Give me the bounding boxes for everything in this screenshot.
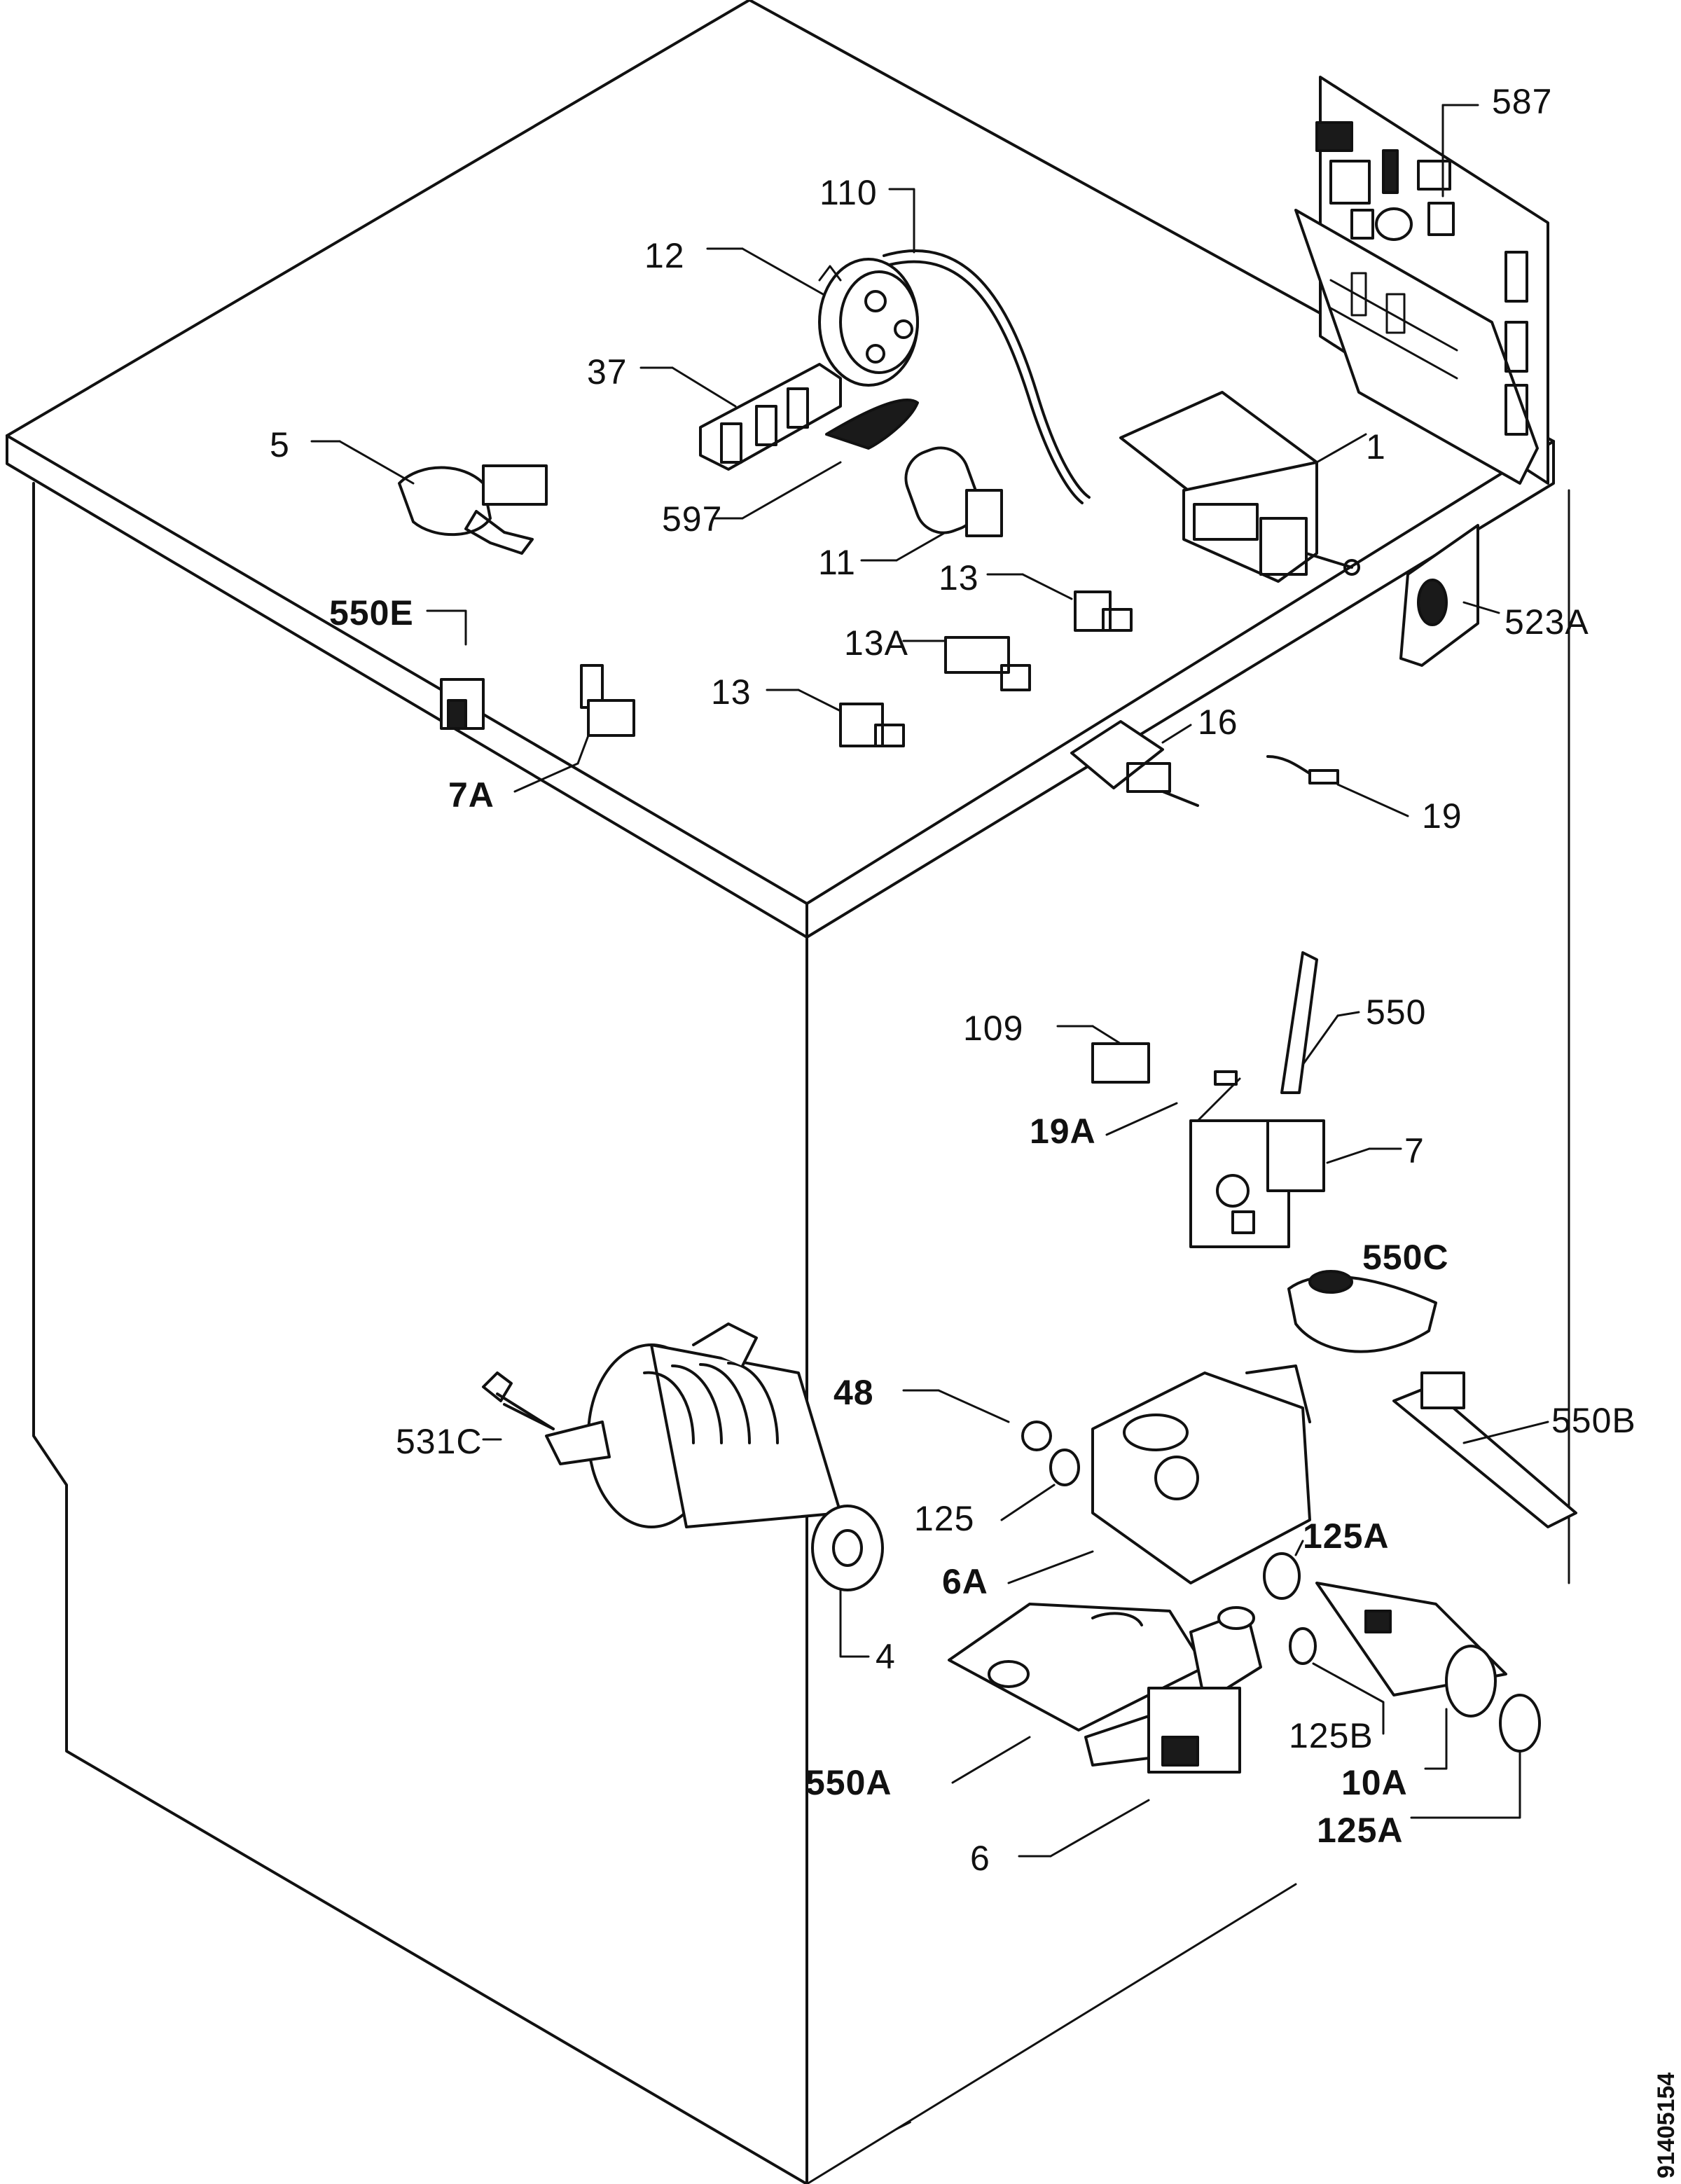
label-37: 37 [587, 352, 628, 392]
label-7A: 7A [448, 775, 494, 815]
label-109: 109 [963, 1009, 1023, 1048]
part-7-door-lock [1189, 1119, 1402, 1248]
label-6: 6 [970, 1839, 990, 1878]
label-1: 1 [1366, 427, 1386, 466]
label-550A: 550A [805, 1763, 892, 1802]
part-13-connector-mid [766, 689, 905, 747]
label-125: 125 [914, 1499, 974, 1538]
label-531C: 531C [396, 1422, 483, 1461]
label-110: 110 [819, 173, 878, 212]
part-6A-pump-body [1007, 1364, 1311, 1584]
label-550B: 550B [1551, 1401, 1636, 1440]
part-550-cover-arm [1280, 951, 1360, 1094]
label-597: 597 [662, 499, 722, 539]
part-125A-seal-upper [1263, 1540, 1304, 1600]
label-125A-lower: 125A [1317, 1811, 1404, 1850]
part-587-electronic-module [1294, 76, 1549, 485]
part-11-capacitor [860, 446, 1003, 562]
label-6A: 6A [942, 1562, 988, 1601]
label-7: 7 [1404, 1131, 1425, 1170]
label-13-mid: 13 [711, 672, 752, 712]
label-4: 4 [876, 1637, 896, 1676]
part-523A-bracket [1399, 524, 1500, 667]
label-13-top: 13 [939, 558, 979, 597]
part-550E-switch [426, 609, 485, 730]
part-1-timer [1119, 391, 1367, 583]
part-10A-connector-hose [1315, 1582, 1507, 1770]
part-19A-sensor [1105, 1070, 1241, 1136]
part-125B-seal [1289, 1627, 1385, 1735]
part-19-thermistor [1266, 755, 1409, 817]
part-550B-support [1392, 1371, 1577, 1528]
part-37-terminal-block [639, 363, 842, 471]
part-48-grommet [902, 1389, 1052, 1451]
labels: 587 110 12 37 5 1 597 11 13 523A 550E 13… [270, 82, 1680, 2178]
label-523A: 523A [1504, 602, 1589, 642]
part-13A-connector [902, 636, 1031, 691]
part-550A-filter-cover [948, 1603, 1206, 1784]
label-13A: 13A [844, 623, 908, 663]
label-12: 12 [644, 236, 685, 275]
part-7A-door-switch [513, 664, 635, 793]
label-19A: 19A [1030, 1112, 1096, 1151]
label-587: 587 [1492, 82, 1552, 121]
part-5-pressure-chamber [310, 440, 548, 555]
part-550C-cover [1287, 1270, 1437, 1353]
cabinet-outline [6, 0, 1570, 2184]
part-109-insert [1056, 1025, 1150, 1084]
label-125B: 125B [1289, 1716, 1374, 1755]
label-5: 5 [270, 425, 290, 464]
part-16-push-switch [1070, 720, 1199, 807]
label-125A-upper: 125A [1303, 1516, 1390, 1556]
part-531C-screw [482, 1371, 555, 1441]
label-550: 550 [1366, 993, 1426, 1032]
document-number: 91405154 [1653, 2073, 1680, 2178]
label-48: 48 [833, 1373, 874, 1412]
part-4-motor [545, 1322, 884, 1658]
label-550C: 550C [1362, 1238, 1449, 1277]
part-13-connector-top [986, 573, 1133, 632]
label-19: 19 [1422, 796, 1462, 836]
label-550E: 550E [329, 593, 414, 633]
part-110-hose [883, 188, 1091, 504]
part-125A-seal-lower [1410, 1694, 1541, 1819]
label-10A: 10A [1341, 1763, 1408, 1802]
part-125-seal-ring [1000, 1449, 1080, 1521]
label-11: 11 [818, 543, 856, 582]
label-16: 16 [1198, 703, 1238, 742]
part-12-pressure-switch [706, 247, 919, 387]
part-6-drain-pump [1018, 1606, 1262, 1858]
part-597-clip [713, 399, 919, 520]
